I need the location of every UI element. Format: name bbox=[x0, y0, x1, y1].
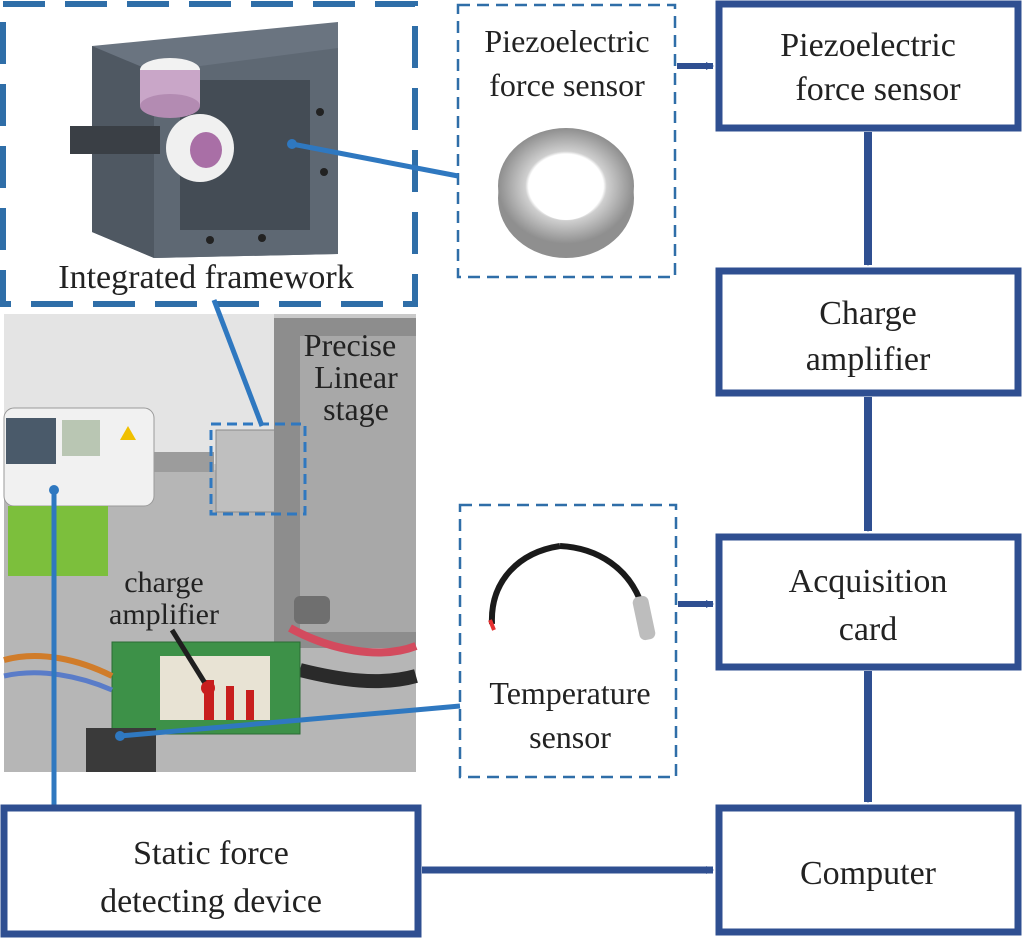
amplifier-label-line-2: amplifier bbox=[109, 598, 219, 631]
acquisition-card-box-line-1: Acquisition bbox=[789, 563, 948, 600]
temperature-probe-icon bbox=[488, 543, 656, 641]
photo-framework-marker bbox=[209, 422, 307, 516]
temp-photo-label-line-2: sensor bbox=[529, 719, 611, 755]
ring-sensor-icon bbox=[498, 128, 634, 258]
static-force-box-line-2: detecting device bbox=[100, 883, 322, 920]
stage-label-line-2: Linear bbox=[314, 359, 398, 395]
framework-label: Integrated framework bbox=[58, 259, 353, 296]
computer-box bbox=[715, 804, 1022, 936]
amplifier-pointer bbox=[169, 628, 211, 690]
charge-amplifier-box-line-2: amplifier bbox=[806, 341, 931, 378]
piezo-sensor-box bbox=[715, 0, 1022, 132]
computer-box-label: Computer bbox=[800, 855, 937, 892]
acquisition-card-box-line-2: card bbox=[839, 611, 898, 648]
framework-render-icon bbox=[70, 22, 338, 258]
static-force-box-line-1: Static force bbox=[133, 835, 289, 872]
temp-photo-callout-border bbox=[458, 503, 678, 779]
stage-label-line-3: stage bbox=[323, 391, 389, 427]
charge-amplifier-box bbox=[715, 267, 1022, 397]
static-force-box bbox=[0, 804, 422, 938]
amplifier-pointer-dot bbox=[201, 681, 215, 695]
charge-amplifier-box-line-1: Charge bbox=[819, 295, 917, 332]
temp-leader-line bbox=[115, 703, 461, 741]
piezo-leader-line bbox=[287, 139, 459, 179]
piezo-photo-label-line-1: Piezoelectric bbox=[484, 23, 649, 59]
piezo-sensor-box-line-2: force sensor bbox=[795, 71, 961, 108]
piezo-sensor-box-line-1: Piezoelectric bbox=[780, 27, 956, 64]
temp-photo-label-line-1: Temperature bbox=[489, 675, 650, 711]
framework-leader-line bbox=[211, 299, 265, 427]
stage-label-line-1: Precise bbox=[304, 327, 396, 363]
piezo-photo-label-line-2: force sensor bbox=[489, 67, 645, 103]
acquisition-card-box bbox=[715, 533, 1022, 671]
amplifier-label-line-1: charge bbox=[124, 566, 203, 599]
